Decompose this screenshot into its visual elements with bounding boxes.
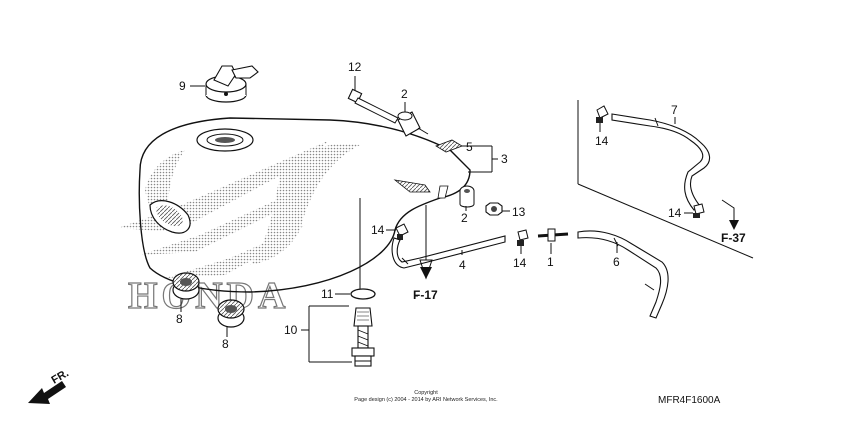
label-1: 1 [547,255,554,269]
label-14-a: 14 [371,223,385,237]
label-11: 11 [321,287,334,301]
label-5: 5 [466,140,473,154]
overflow-hose [611,113,711,211]
copyright-line-2: Page design (c) 2004 - 2014 by ARI Netwo… [354,397,498,403]
hose-clip-c [596,105,609,123]
nut [485,202,503,216]
copyright-line-1: Copyright [414,390,438,396]
rubber-pad [435,139,463,153]
front-marker-text: FR. [50,367,71,386]
bolt [347,88,399,124]
hose-clip-d [693,203,705,218]
grommet-lower [217,299,245,328]
label-10: 10 [284,323,298,337]
fuel-strainer [350,198,376,367]
label-13: 13 [512,205,526,219]
drain-hose [577,230,669,319]
hose-clip-a [395,223,409,240]
honda-watermark: HONDA [128,275,289,317]
label-8-lower: 8 [222,337,229,351]
label-14-b: 14 [513,256,527,270]
front-direction-arrow [28,381,66,404]
breather-hose [391,235,506,269]
fuel-cap [205,65,259,103]
fuel-tank [138,117,471,293]
label-9: 9 [179,79,186,93]
label-4: 4 [459,258,466,272]
label-7: 7 [671,103,678,117]
label-2-upper: 2 [401,87,408,101]
honda-wing-logo [118,140,330,278]
label-8-upper: 8 [176,312,183,326]
label-12: 12 [348,60,362,74]
label-2-lower: 2 [461,211,468,225]
label-3: 3 [501,152,508,166]
label-6: 6 [613,255,620,269]
collar-upper [397,111,429,137]
hose-clip-b [517,229,529,246]
diagram-code: MFR4F1600A [658,395,721,406]
ref-f37: F-37 [721,231,746,245]
label-14-c: 14 [595,134,609,148]
label-14-d: 14 [668,206,682,220]
collar-lower [459,185,475,208]
grommet-upper [172,272,200,300]
hose-joint [537,228,569,242]
ref-f17: F-17 [413,288,438,302]
